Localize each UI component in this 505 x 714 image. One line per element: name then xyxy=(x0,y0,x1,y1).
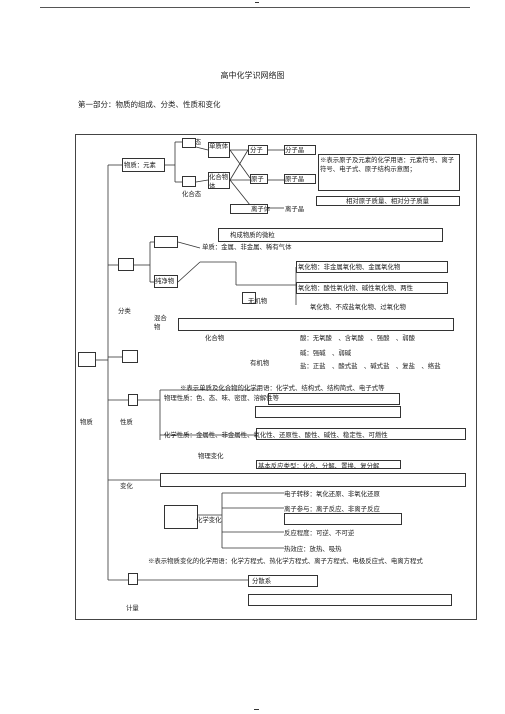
element-box xyxy=(122,158,165,172)
molecule-label: 分子 xyxy=(250,146,263,154)
compound-box xyxy=(208,172,230,189)
concept-map-frame xyxy=(75,134,477,620)
inorganic-label: 无机物 xyxy=(248,297,268,305)
atomic-crystal-box xyxy=(284,174,316,184)
combined-state-box xyxy=(182,176,196,187)
molecular-crystal-box xyxy=(284,145,316,155)
simple-substance-box xyxy=(208,142,230,158)
free-state-box xyxy=(182,138,196,148)
equations-note: ※表示物质变化的化学用语：化学方程式、热化学方程式、离子方程式、电极反应式、电离… xyxy=(148,557,423,565)
dispersion-extra-box xyxy=(248,594,452,606)
physical-box xyxy=(268,393,400,405)
pure-node-box xyxy=(154,236,178,248)
chemical-change-label: 化学变化 xyxy=(196,516,222,524)
oxides-acid-base-box xyxy=(296,282,448,294)
properties-label: 性质 xyxy=(120,418,133,426)
page-title: 高中化学识网络图 xyxy=(220,71,285,80)
salts-label: 盐：正盐 、酸式盐 、碱式盐 、复盐 、络盐 xyxy=(300,362,441,370)
atom-label: 原子 xyxy=(251,175,264,183)
simple-label: 单质：金属、非金属、稀有气体 xyxy=(202,243,292,251)
mixture-box xyxy=(178,318,454,331)
ionic-extra-box xyxy=(284,513,402,525)
particles-box xyxy=(218,228,443,242)
molecule-box xyxy=(248,145,268,155)
oxides-box xyxy=(296,261,448,273)
calculation-label: 计量 xyxy=(126,604,139,612)
chemical-label: 化学性质：金属性、非金属性、氧化性、还原性、酸性、碱性、稳定性、可燃性 xyxy=(164,431,388,439)
chemical-box xyxy=(256,428,466,440)
simple-substance-label: 单质体 xyxy=(209,142,229,150)
bases-label: 碱：强碱 、弱碱 xyxy=(300,349,352,357)
calculation-node-box xyxy=(128,573,138,585)
oxides-other-label: 氧化物、不成盐氧化物、过氧化物 xyxy=(310,303,406,311)
particles-note: 构成物质的微粒 xyxy=(230,231,275,239)
changes-top-box xyxy=(256,460,401,469)
physical-label: 物理性质：色、态、味、密度、溶解性等 xyxy=(164,394,280,402)
acids-label: 酸：无氧酸 、含氧酸 、强酸 、弱酸 xyxy=(300,334,416,342)
electron-transfer-label: 电子转移：氧化还原、非氧化还原 xyxy=(284,490,380,498)
basic-types-box xyxy=(160,473,466,487)
symbols-note: ※表示原子及元素的化学用语：元素符号、离子符号、电子式、原子结构示意图； xyxy=(320,156,455,173)
compound-node-box xyxy=(122,350,138,363)
ion-box xyxy=(230,204,268,214)
mass-note: 相对原子质量、相对分子质量 xyxy=(346,197,430,205)
element-label: 物质：元素 xyxy=(124,161,156,169)
inorganic-node-box xyxy=(242,292,256,304)
chemical-change-box xyxy=(164,505,198,529)
classification-node-box xyxy=(118,258,134,271)
section-heading: 第一部分：物质的组成、分类、性质和变化 xyxy=(78,100,221,109)
molecular-crystal-label: 分子晶 xyxy=(285,146,305,154)
properties-node-box xyxy=(128,394,138,406)
symbols-note-box xyxy=(318,154,460,191)
root-label: 物质 xyxy=(80,418,93,426)
root-node-box xyxy=(78,352,96,367)
organic-label: 有机物 xyxy=(250,359,270,367)
dispersion-label: 分散系 xyxy=(252,577,272,585)
ion-label: 离子体 xyxy=(251,205,271,213)
oxides-acid-base-label: 氧化物：酸性氧化物、碱性氧化物、两性 xyxy=(298,284,414,292)
header-rule xyxy=(40,7,470,8)
pure-label: 纯净物 xyxy=(155,277,175,285)
mass-note-box xyxy=(316,196,460,206)
heat-label: 热效应：放热、吸热 xyxy=(284,545,342,553)
classification-label: 分类 xyxy=(118,307,131,315)
physical-extra-box xyxy=(255,406,401,418)
compound-label: 化合物体 xyxy=(209,173,229,190)
footer-mark xyxy=(254,709,259,710)
atomic-crystal-label: 原子晶 xyxy=(285,175,305,183)
ionic-crystal-label: 离子晶 xyxy=(285,205,305,213)
pure-box xyxy=(154,275,178,288)
mixture-label: 混合物 xyxy=(154,314,167,331)
compound-symbols-note: ※表示单质及化合物的化学用语：化学式、结构式、结构简式、电子式等 xyxy=(180,384,385,392)
changes-label: 变化 xyxy=(120,482,133,490)
dispersion-box xyxy=(248,575,318,587)
physical-change-label: 物理变化 xyxy=(198,452,224,460)
basic-types-label: 基本反应类型：化合、分解、置换、复分解 xyxy=(258,462,380,470)
atom-box xyxy=(250,174,268,184)
compound-class-label: 化合物 xyxy=(205,334,225,342)
oxides-label: 氧化物：非金属氧化物、金属氧化物 xyxy=(298,263,401,271)
extent-label: 反应程度：可逆、不可逆 xyxy=(284,529,355,537)
header-mark xyxy=(255,2,259,3)
ionic-label: 离子参与：离子反应、非离子反应 xyxy=(284,505,380,513)
combined-state-label: 化合态 xyxy=(182,190,202,198)
